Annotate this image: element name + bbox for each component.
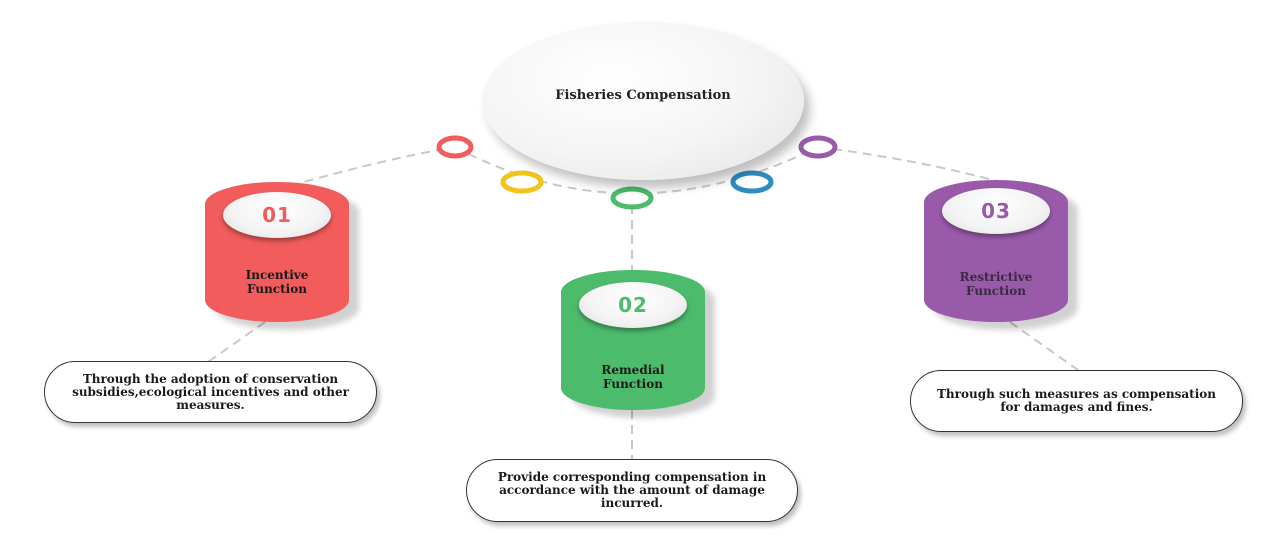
badge-number: 03 [981,199,1011,223]
pillar-label: Remedial Function [601,363,665,391]
blue-ring-icon [730,170,774,194]
hub-title: Fisheries Compensation [555,87,731,103]
green-ring-icon [610,186,654,210]
badge-number: 01 [262,203,292,227]
description-restrictive: Through such measures as compensation fo… [910,370,1243,432]
badge-02: 02 [579,282,687,328]
pillar-remedial: 02 Remedial Function [561,270,705,410]
badge-number: 02 [618,293,648,317]
description-remedial: Provide corresponding compensation in ac… [466,459,798,522]
purple-ring-icon [798,135,838,159]
red-ring-icon [436,135,474,159]
yellow-ring-icon [500,170,544,194]
badge-03: 03 [942,188,1050,234]
pillar-label: Restrictive Function [959,270,1033,298]
pillar-restrictive: 03 Restrictive Function [924,180,1068,322]
badge-01: 01 [223,192,331,238]
pillar-incentive: 01 Incentive Function [205,182,349,322]
hub-circle: Fisheries Compensation [482,22,804,180]
pillar-label: Incentive Function [245,268,309,296]
description-incentive: Through the adoption of conservation sub… [44,361,377,423]
